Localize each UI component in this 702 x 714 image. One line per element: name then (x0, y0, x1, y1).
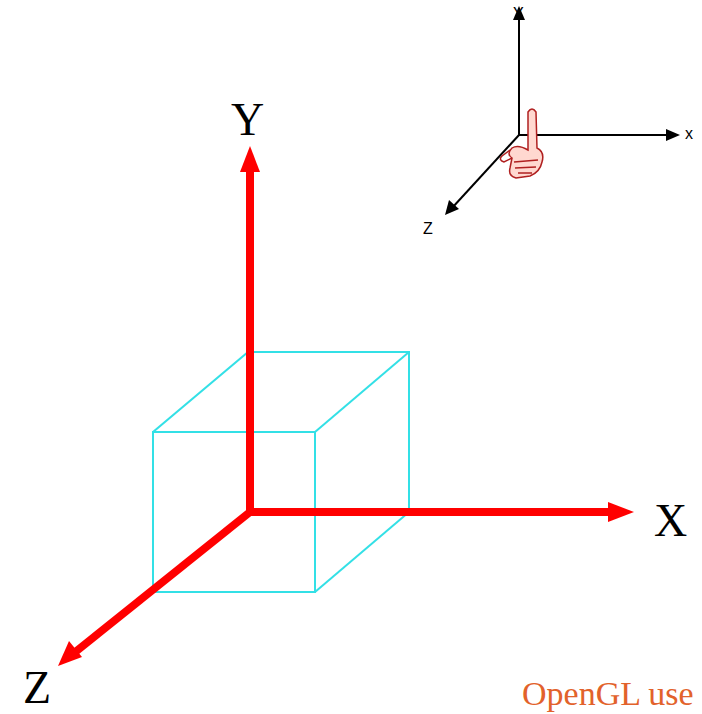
icon-axis-label: x (685, 126, 693, 142)
axis-label: X (654, 498, 687, 544)
icon-axes (445, 6, 680, 215)
axis-label: Y (231, 97, 264, 143)
caption-note: OpenGL use (522, 677, 694, 711)
icon-axis-label: Y (513, 6, 524, 22)
icon-axis-label: Z (423, 221, 433, 237)
main-axes (58, 146, 634, 666)
right-hand-sketch (500, 109, 542, 178)
axis-label: Z (23, 665, 51, 711)
